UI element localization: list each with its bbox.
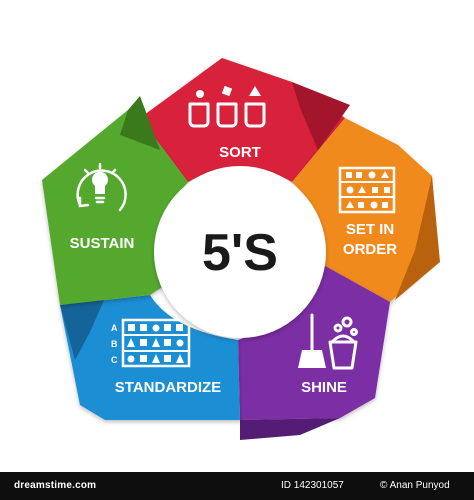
- lightbulb-cycle-icon: [76, 162, 127, 212]
- sort-arrow-tip: [292, 82, 350, 150]
- segment-sustain: SUSTAIN: [42, 96, 188, 305]
- footer-credit: © Anan Punyod: [380, 480, 450, 491]
- row-letter-c: C: [111, 355, 118, 365]
- center-circle: [154, 166, 326, 338]
- standardize-segment-shape: [60, 295, 240, 420]
- sustain-arrow-tip: [120, 96, 160, 150]
- segment-standardize: A B C STANDARDIZE: [60, 295, 240, 420]
- broom-bucket-icon: [298, 313, 358, 370]
- shine-label: SHINE: [301, 379, 347, 396]
- standardize-arrow-tip: [60, 298, 105, 360]
- center-label: 5'S: [202, 224, 278, 282]
- sort-label: SORT: [219, 144, 261, 161]
- row-letter-a: A: [111, 323, 118, 333]
- sorting-bins-icon: [188, 85, 266, 128]
- shine-arrow-tip: [240, 418, 340, 440]
- organized-shelf-icon: [338, 166, 396, 214]
- set-in-order-label-line2: ORDER: [343, 241, 397, 258]
- set-in-order-segment-shape: [292, 118, 432, 302]
- segment-shine: SHINE: [238, 262, 390, 440]
- sort-segment-shape: [140, 58, 345, 182]
- shine-segment-shape: [238, 262, 390, 420]
- five-s-diagram: SORT SET IN ORDER: [42, 58, 440, 440]
- standardize-label: STANDARDIZE: [115, 379, 221, 396]
- set-in-order-arrow-tip: [395, 176, 440, 300]
- set-in-order-label-line1: SET IN: [346, 221, 394, 238]
- watermark-footer: dreamstime.com ID 142301057 © Anan Punyo…: [0, 472, 474, 500]
- checklist-table-icon: A B C: [111, 318, 191, 368]
- footer-site: dreamstime.com: [14, 480, 97, 491]
- sustain-segment-shape: [42, 110, 188, 305]
- sustain-label: SUSTAIN: [70, 235, 135, 252]
- row-letter-b: B: [111, 339, 118, 349]
- footer-image-id: ID 142301057: [281, 480, 344, 491]
- segment-sort: SORT: [140, 58, 350, 182]
- segment-set-in-order: SET IN ORDER: [292, 118, 440, 302]
